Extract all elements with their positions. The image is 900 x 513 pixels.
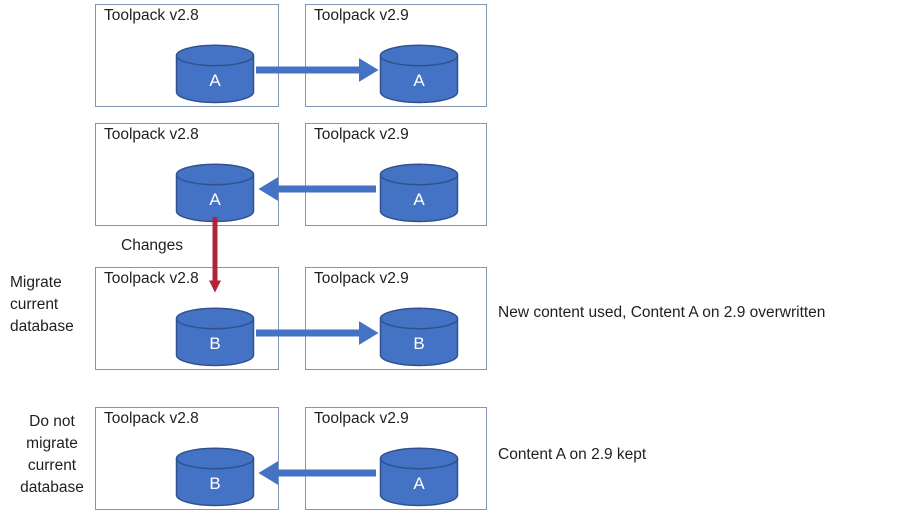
migrate-scenario-label: Migrate current database <box>10 274 74 335</box>
database-top <box>379 44 459 67</box>
database-icon: A <box>175 44 255 104</box>
row4-left-box: Toolpack v2.8 B <box>95 407 279 510</box>
database-label: A <box>413 474 425 493</box>
do-not-migrate-scenario-label: Do not migrate current database <box>20 413 84 496</box>
database-body <box>379 174 459 223</box>
box-title: Toolpack v2.9 <box>314 410 409 427</box>
database-top <box>175 163 255 186</box>
row1-right-box: Toolpack v2.9 A <box>305 4 487 107</box>
box-title: Toolpack v2.8 <box>104 126 199 143</box>
database-icon: B <box>175 307 255 367</box>
database-body <box>379 458 459 507</box>
database-icon: A <box>379 447 459 507</box>
database-body <box>175 458 255 507</box>
box-title: Toolpack v2.8 <box>104 410 199 427</box>
database-icon: A <box>175 163 255 223</box>
database-icon: B <box>175 447 255 507</box>
database-body <box>175 318 255 367</box>
row3-left-box: Toolpack v2.8 B <box>95 267 279 370</box>
database-label: A <box>209 190 221 209</box>
box-title: Toolpack v2.8 <box>104 7 199 24</box>
box-title: Toolpack v2.9 <box>314 126 409 143</box>
row3-right-box: Toolpack v2.9 B <box>305 267 487 370</box>
database-top <box>379 447 459 470</box>
database-icon: A <box>379 163 459 223</box>
database-label: A <box>413 71 425 90</box>
box-title: Toolpack v2.9 <box>314 270 409 287</box>
database-label: A <box>413 190 425 209</box>
row4-right-box: Toolpack v2.9 A <box>305 407 487 510</box>
row2-left-box: Toolpack v2.8 A <box>95 123 279 226</box>
database-body <box>379 55 459 104</box>
database-label: A <box>209 71 221 90</box>
database-top <box>379 163 459 186</box>
row1-left-box: Toolpack v2.8 A <box>95 4 279 107</box>
database-icon: B <box>379 307 459 367</box>
database-icon: A <box>379 44 459 104</box>
database-label: B <box>209 474 220 493</box>
database-top <box>175 307 255 330</box>
database-top <box>175 447 255 470</box>
database-body <box>175 55 255 104</box>
row2-right-box: Toolpack v2.9 A <box>305 123 487 226</box>
database-body <box>379 318 459 367</box>
row3-note: New content used, Content A on 2.9 overw… <box>498 304 826 321</box>
row4-note: Content A on 2.9 kept <box>498 446 647 463</box>
database-label: B <box>209 334 220 353</box>
database-top <box>175 44 255 67</box>
box-title: Toolpack v2.8 <box>104 270 199 287</box>
database-label: B <box>413 334 424 353</box>
box-title: Toolpack v2.9 <box>314 7 409 24</box>
changes-label: Changes <box>121 237 184 254</box>
database-top <box>379 307 459 330</box>
